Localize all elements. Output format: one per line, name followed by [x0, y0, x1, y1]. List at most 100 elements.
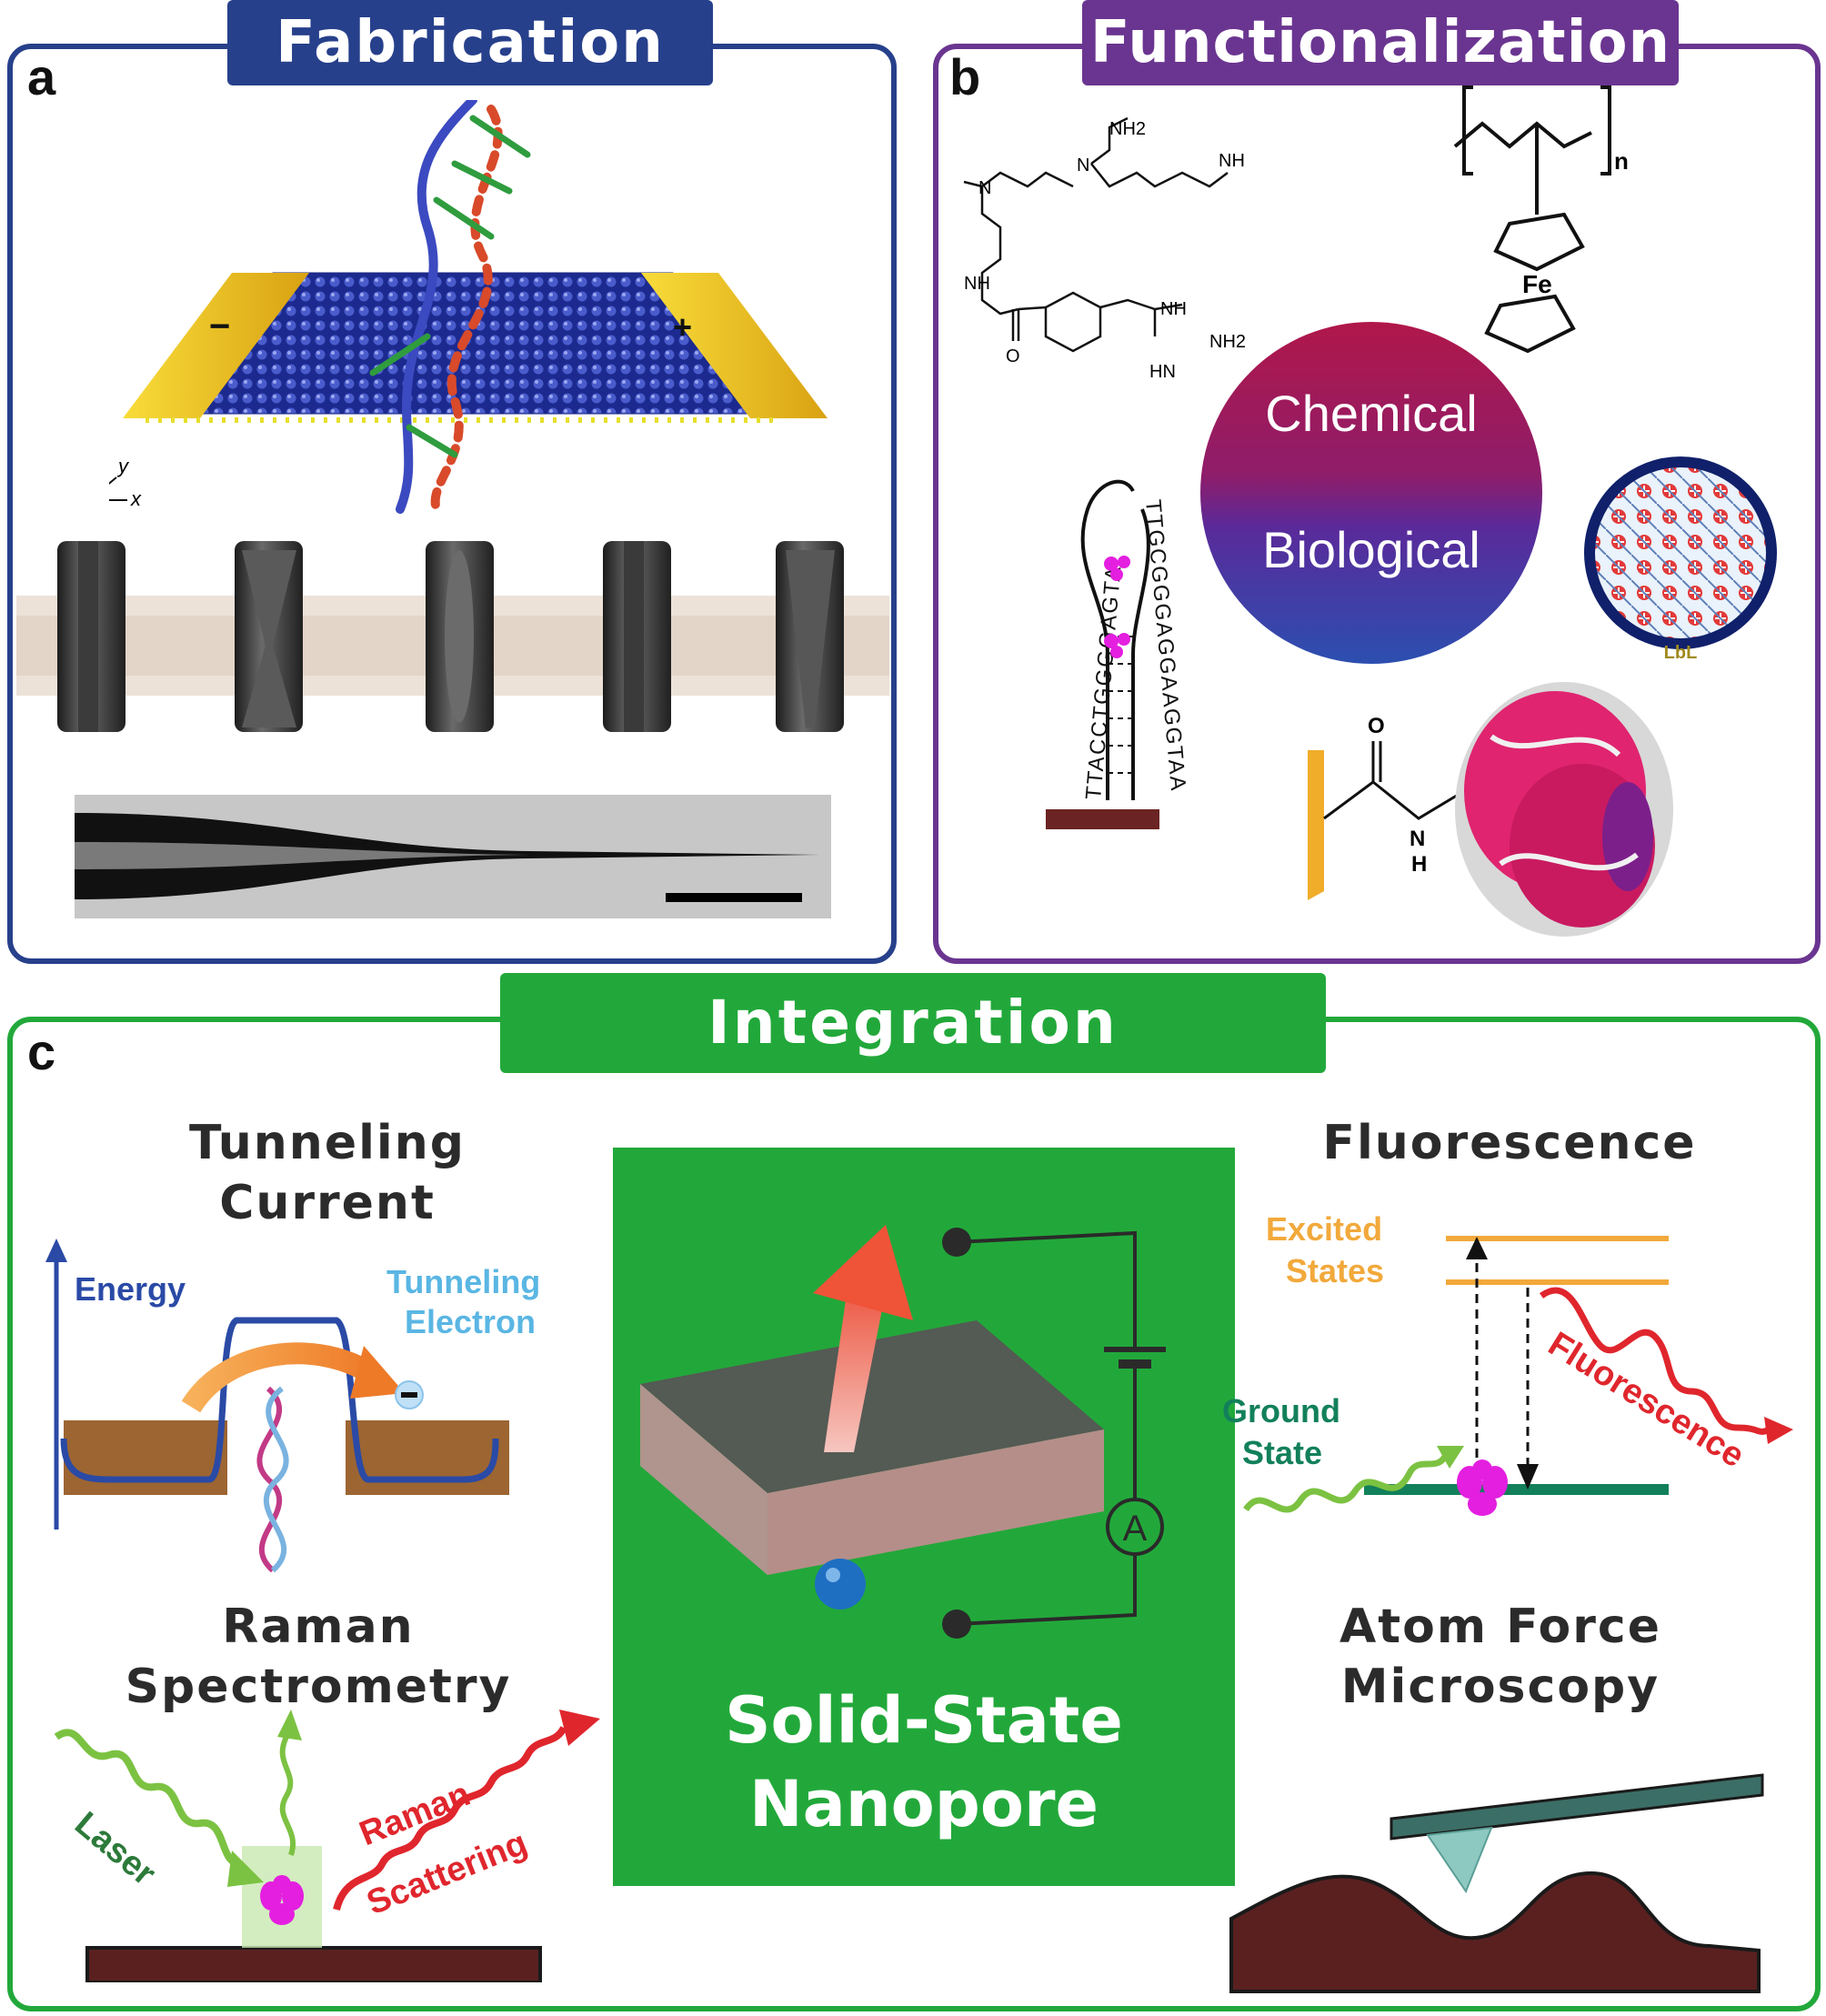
pore-cylinder: [57, 541, 125, 732]
electrode-plus-sign: +: [673, 308, 692, 346]
laser-spot: [242, 1846, 322, 1948]
analyte-ball: [815, 1559, 866, 1610]
tunneling-title: Tunneling Current: [55, 1113, 600, 1233]
dna-seq-left: TTACCTGGGGAGTA: [1081, 564, 1126, 800]
guanidine-polymer-structure: NH2 N N NH NH NH NH2 HN O: [963, 116, 1246, 382]
dna-seq-right: TTGCGGGAGGAAGGTAA: [1140, 498, 1188, 793]
potential-barrier: [60, 1317, 499, 1483]
center-title-line2: Nanopore: [749, 1767, 1099, 1841]
tunneling-title-line2: Current: [219, 1176, 436, 1230]
chem-nh-2: NH: [964, 274, 990, 294]
circle-chemical: Chemical: [1265, 385, 1477, 442]
energy-label: Energy: [75, 1270, 186, 1308]
tunneling-title-line1: Tunneling: [189, 1116, 466, 1170]
pore-convex: [426, 541, 494, 732]
graphene-dna-illustration: − + z y x: [109, 100, 828, 514]
nanopore-center-diagram: A: [640, 1225, 1166, 1639]
chem-hn: HN: [1149, 362, 1176, 382]
electrode-minus-sign: −: [209, 306, 230, 346]
afm-title-line1: Atom Force: [1339, 1600, 1661, 1654]
raman-title-line1: Raman: [222, 1600, 415, 1654]
lbl-label: LbL: [1664, 643, 1698, 662]
pore-conical: [776, 541, 844, 732]
electrode-plus: [641, 273, 828, 418]
chem-n-2: N: [1077, 155, 1089, 176]
raman-diagram: Laser Raman Scattering: [54, 1710, 600, 1982]
fluorophore-icon: [260, 1875, 304, 1925]
fluorophore-icon: [1457, 1459, 1508, 1516]
membrane-front: [640, 1384, 768, 1575]
afm-title-line2: Microscopy: [1340, 1660, 1660, 1714]
panel-b-header: Functionalization: [1082, 0, 1679, 85]
panel-c-header: Integration: [500, 973, 1326, 1073]
nanopore-shapes-row: [16, 541, 889, 732]
fluorescence-red-wave: [1539, 1287, 1775, 1435]
panel-a-header: Fabrication: [227, 0, 713, 85]
chem-sub-n: n: [1614, 147, 1629, 175]
afm-diagram: [1229, 1773, 1764, 1993]
scattered-green-wave: [279, 1735, 296, 1856]
left-electrode: [64, 1420, 227, 1495]
protein-ribbon: [1455, 682, 1673, 937]
circle-biological: Biological: [1262, 521, 1480, 578]
solid-state-nanopore-title: Solid-State Nanopore: [613, 1679, 1235, 1846]
excited-label-1: Excited: [1266, 1210, 1382, 1248]
lbl-cross-section: LbL: [1584, 456, 1777, 662]
chem-n-3: N: [1410, 827, 1425, 851]
translocation-arrow: [813, 1225, 913, 1320]
electrode-minus: [123, 273, 309, 418]
ammeter: [1106, 1498, 1164, 1556]
raman-title: Raman Spectrometry: [45, 1597, 591, 1717]
pore-straight: [603, 541, 671, 732]
afm-cantilever: [1390, 1773, 1764, 1840]
chem-o-2: O: [1368, 714, 1385, 738]
ground-label-1: Ground: [1222, 1392, 1340, 1429]
excited-label-2: States: [1286, 1252, 1384, 1289]
panel-b-label: b: [949, 48, 981, 105]
protein-conjugation: O N H: [1308, 682, 1673, 937]
nanopipette-micrograph: [75, 795, 831, 918]
tunneling-arrow: [181, 1342, 379, 1413]
circuit-wire: [956, 1230, 1137, 1626]
raman-title-line2: Spectrometry: [125, 1660, 512, 1714]
panel-c-label: c: [27, 1023, 56, 1080]
pore-hourglass: [235, 541, 303, 732]
afm-tip: [1426, 1826, 1493, 1894]
tunneling-diagram: Energy Tunneling Electron: [45, 1239, 540, 1573]
chemical-biological-circle: Chemical Biological: [1200, 322, 1542, 664]
chem-nh-1: NH: [1219, 151, 1245, 171]
raman-red-wave: [333, 1725, 567, 1911]
fluorophore-icon: [1104, 633, 1130, 658]
chem-o-1: O: [1006, 346, 1020, 366]
ground-label-2: State: [1242, 1434, 1322, 1471]
right-electrode: [346, 1420, 509, 1495]
ferrocene-polymer-structure: n Fe: [1453, 85, 1629, 354]
chem-nh2-top: NH2: [1109, 119, 1146, 139]
ammeter-label: A: [1123, 1509, 1148, 1549]
axes-icon: [109, 476, 127, 501]
dna-substrate: [1046, 809, 1159, 829]
axis-y: y: [116, 455, 130, 477]
panel-a-label: a: [27, 48, 56, 105]
laser-label: Laser: [67, 1805, 163, 1893]
fluorescence-wave-label: Fluorescence: [1541, 1325, 1751, 1475]
scale-bar: [666, 893, 802, 902]
tunneling-electron-1: Tunneling: [386, 1263, 540, 1300]
afm-title: Atom Force Microscopy: [1255, 1597, 1746, 1717]
chem-fe: Fe: [1522, 270, 1552, 298]
chem-nh-3: NH: [1160, 299, 1187, 319]
fluorescence-title: Fluorescence: [1322, 1116, 1697, 1170]
excitation-green-wave: [1243, 1453, 1450, 1513]
dna-helix: [369, 100, 531, 514]
raman-substrate: [85, 1946, 542, 1982]
fluorescence-diagram: Excited States Ground State Fluorescence: [1222, 1210, 1793, 1516]
afm-sample-surface: [1229, 1871, 1761, 1993]
axis-x: x: [130, 487, 142, 510]
tunneling-electron-2: Electron: [405, 1303, 536, 1340]
chem-nh2-bottom: NH2: [1209, 332, 1246, 352]
chem-h: H: [1411, 852, 1427, 877]
laser-wave: [54, 1729, 242, 1868]
dna-icon: [256, 1386, 289, 1573]
membrane-side: [768, 1429, 1104, 1575]
fluorophore-icon: [1104, 556, 1130, 581]
